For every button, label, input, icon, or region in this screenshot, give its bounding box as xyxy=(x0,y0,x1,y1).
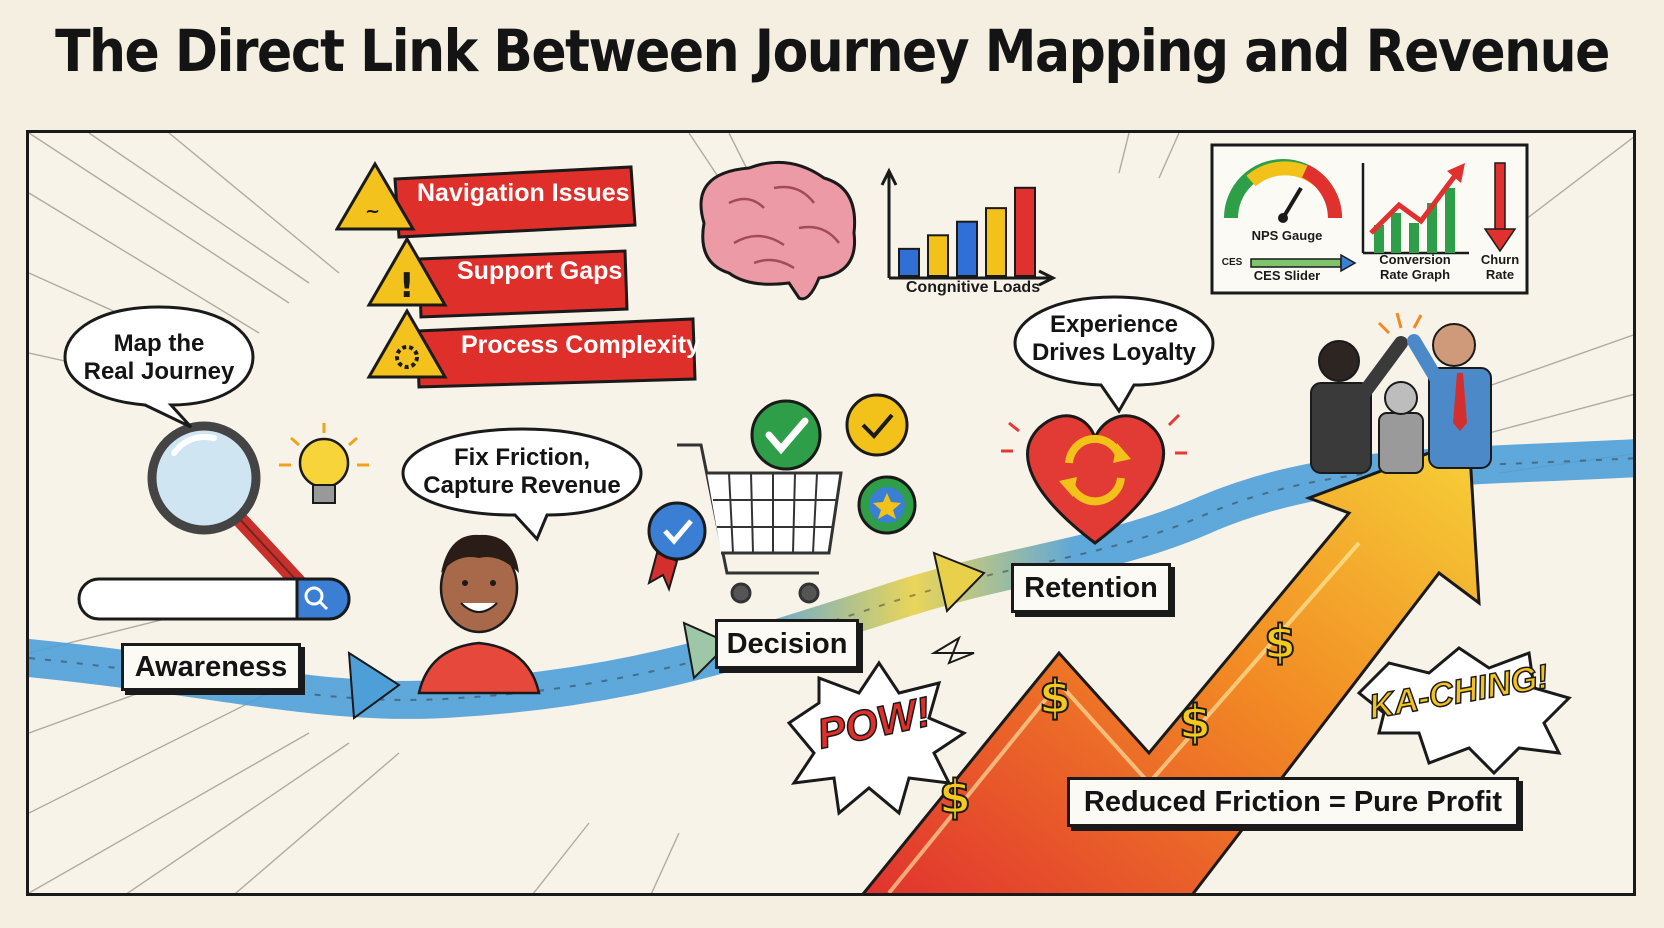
reduced-friction-label: Reduced Friction = Pure Profit xyxy=(1067,777,1519,827)
journey-illustration: $ $ $ $ xyxy=(29,133,1633,893)
brain-icon xyxy=(699,160,857,301)
stage-retention: Retention xyxy=(1011,563,1171,613)
kaching-burst xyxy=(1356,646,1572,776)
customer-avatar xyxy=(417,534,541,695)
cognitive-chart-axes xyxy=(880,167,1057,287)
ces-prefix: CES xyxy=(1221,257,1243,268)
stage-awareness: Awareness xyxy=(121,643,301,691)
path-arrowhead xyxy=(932,551,986,614)
pow-burst xyxy=(786,635,975,816)
speech-bubble-map xyxy=(63,305,255,429)
warning-triangle-icon xyxy=(366,307,448,379)
ces-slider-icon xyxy=(1250,253,1357,273)
cognitive-chart-label: Congnitive Loads xyxy=(905,279,1041,296)
speech-bubble-fix xyxy=(401,427,643,542)
journey-panel: $ $ $ $ xyxy=(26,130,1636,896)
svg-text:!: ! xyxy=(399,266,415,306)
page-title: The Direct Link Between Journey Mapping … xyxy=(55,18,1610,86)
cognitive-bar xyxy=(898,247,920,277)
svg-text:$: $ xyxy=(1264,615,1296,669)
warning-navigation: Navigation Issues xyxy=(417,179,630,207)
team-celebration-icon xyxy=(1310,312,1492,474)
lightbulb-icon xyxy=(279,423,369,504)
warning-triangle-icon xyxy=(335,161,416,231)
loyalty-heart-icon xyxy=(1001,413,1187,545)
gold-badge-icon xyxy=(845,393,909,457)
nps-label: NPS Gauge xyxy=(1251,228,1323,243)
search-bar xyxy=(77,577,351,621)
path-arrowhead xyxy=(682,621,731,681)
star-badge-icon xyxy=(857,475,917,535)
conversion-label: Conversion Rate Graph xyxy=(1379,252,1451,282)
warning-process: Process Complexity xyxy=(461,331,700,359)
check-badge-icon xyxy=(750,399,822,471)
bubble-fix-friction: Fix Friction,Capture Revenue xyxy=(423,444,621,499)
svg-text:$: $ xyxy=(1179,695,1211,749)
cognitive-bar xyxy=(985,207,1007,277)
cognitive-bar xyxy=(1014,186,1036,277)
ces-label: CES Slider xyxy=(1253,268,1321,283)
dollar-icon: $ $ $ $ xyxy=(938,614,1297,825)
warning-triangle-icon xyxy=(366,235,448,307)
journey-path xyxy=(29,439,1633,719)
churn-arrow-icon xyxy=(1483,162,1517,253)
warning-support: Support Gaps xyxy=(457,257,623,285)
churn-label: Churn Rate xyxy=(1480,252,1520,282)
nps-gauge-icon xyxy=(1224,159,1342,223)
svg-text:$: $ xyxy=(1039,670,1071,724)
ribbon-badge-icon xyxy=(647,501,707,592)
svg-text:~: ~ xyxy=(365,201,380,222)
stage-decision: Decision xyxy=(715,619,859,669)
cognitive-bar xyxy=(927,234,949,277)
path-arrowhead xyxy=(347,651,401,720)
conversion-graph-icon xyxy=(1361,163,1469,255)
magnifier-icon xyxy=(147,421,307,591)
shopping-cart-icon xyxy=(677,443,843,604)
cognitive-bar xyxy=(956,220,978,277)
cognitive-load-bars xyxy=(898,186,1036,277)
speech-bubble-experience xyxy=(1013,295,1215,414)
friction-warnings: ~ ! xyxy=(335,161,697,389)
